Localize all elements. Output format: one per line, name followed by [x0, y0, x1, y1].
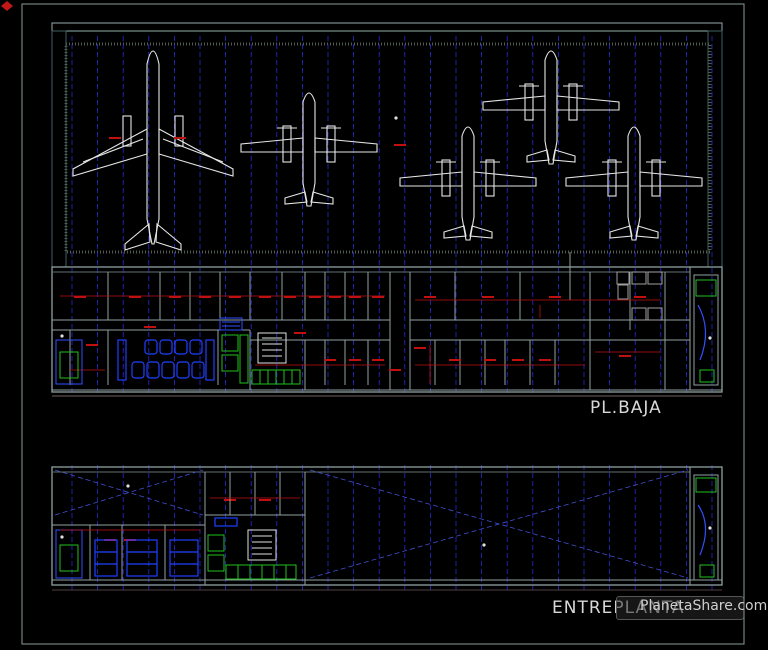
room-tag: [294, 332, 306, 334]
marker-dot: [708, 336, 712, 340]
room-tag: [284, 296, 296, 298]
watermark-logo-icon: [1, 1, 13, 11]
ground-floor-rooms: [51, 252, 723, 397]
room-tag: [414, 347, 426, 349]
room-tag: [309, 296, 321, 298]
marker-dot: [708, 526, 712, 530]
room-tag: [349, 359, 361, 361]
room-tag: [449, 359, 461, 361]
room-tag: [539, 359, 551, 361]
room-tag: [424, 296, 436, 298]
room-tag: [389, 369, 401, 371]
room-tag: [512, 359, 524, 361]
marker-dot: [126, 484, 130, 488]
ground-floor-label: PL.BAJA: [590, 398, 662, 418]
room-tag: [74, 296, 86, 298]
room-tag: [109, 137, 121, 139]
marker-dot: [60, 535, 64, 539]
room-tag: [86, 344, 98, 346]
watermark-badge: [616, 596, 744, 620]
aircraft-turboprop: [482, 50, 620, 165]
room-tag: [324, 359, 336, 361]
room-tag: [349, 296, 361, 298]
aircraft-turboprop: [565, 126, 703, 241]
mezzanine-plan: [51, 466, 723, 591]
watermark-text: PlanetaShare.com: [640, 598, 768, 614]
room-tag: [619, 355, 631, 357]
room-tag: [549, 296, 561, 298]
sheet-frame: [21, 3, 745, 645]
marker-dot: [482, 543, 486, 547]
room-tag: [169, 296, 181, 298]
room-tag: [259, 499, 271, 501]
room-tag: [229, 296, 241, 298]
structural-grid: [71, 36, 713, 590]
room-tag: [484, 359, 496, 361]
room-tag: [199, 296, 211, 298]
room-tag: [259, 296, 271, 298]
room-tag: [174, 137, 186, 139]
marker-dot: [394, 116, 398, 120]
room-tag: [372, 359, 384, 361]
marker-dot: [60, 334, 64, 338]
aircraft-turboprop: [240, 92, 378, 207]
hangar-area: [51, 22, 723, 268]
room-tag: [394, 144, 406, 146]
aircraft-jet: [72, 50, 234, 251]
room-tag: [329, 296, 341, 298]
aircraft-layer: [72, 50, 703, 251]
room-tag: [482, 296, 494, 298]
room-tag: [372, 296, 384, 298]
room-tag: [129, 296, 141, 298]
room-tag: [144, 326, 156, 328]
aircraft-turboprop: [399, 126, 537, 241]
room-tag: [634, 296, 646, 298]
